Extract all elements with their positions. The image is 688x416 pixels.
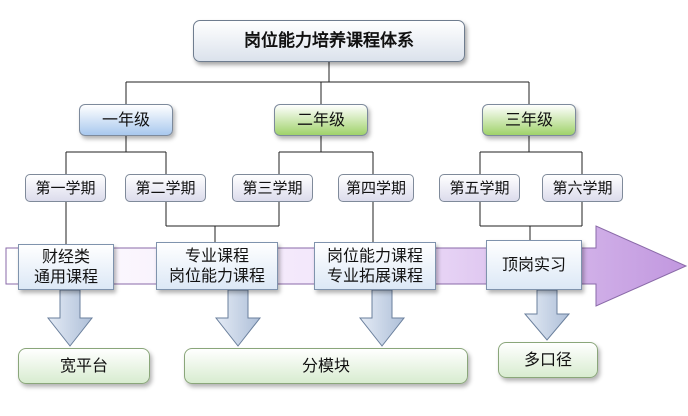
diagram-title: 岗位能力培养课程体系 (193, 20, 465, 62)
year-1-box: 一年级 (79, 104, 173, 136)
down-arrow-3 (358, 289, 406, 347)
semester-4-box: 第四学期 (338, 174, 414, 202)
result-box-modules: 分模块 (184, 348, 468, 384)
year-3-box: 三年级 (482, 104, 576, 136)
down-arrow-4 (523, 289, 571, 341)
result-box-wide-platform: 宽平台 (18, 348, 150, 384)
course-box-internship: 顶岗实习 (486, 240, 582, 290)
down-arrow-2 (214, 289, 262, 347)
course-line: 顶岗实习 (501, 255, 566, 274)
semester-3-box: 第三学期 (232, 174, 313, 202)
down-arrow-1 (46, 289, 94, 347)
course-line: 岗位能力课程 (326, 246, 423, 265)
year-2-box: 二年级 (274, 104, 368, 136)
course-line: 专业拓展课程 (326, 266, 423, 285)
semester-5-box: 第五学期 (439, 174, 520, 202)
semester-course-lines (65, 202, 583, 244)
semester-6-box: 第六学期 (542, 174, 623, 202)
course-line: 专业课程 (184, 246, 249, 265)
semester-2-box: 第二学期 (125, 174, 206, 202)
course-box-capability: 岗位能力课程 专业拓展课程 (314, 242, 436, 290)
result-box-multi-caliber: 多口径 (498, 342, 598, 378)
course-line: 岗位能力课程 (168, 266, 265, 285)
course-line: 通用课程 (33, 267, 98, 286)
course-line: 财经类 (41, 247, 90, 266)
semester-1-box: 第一学期 (25, 174, 106, 202)
course-box-general: 财经类 通用课程 (18, 244, 114, 290)
title-tree-lines (125, 62, 530, 104)
course-box-professional: 专业课程 岗位能力课程 (156, 242, 278, 290)
year-tree-lines (65, 136, 583, 174)
